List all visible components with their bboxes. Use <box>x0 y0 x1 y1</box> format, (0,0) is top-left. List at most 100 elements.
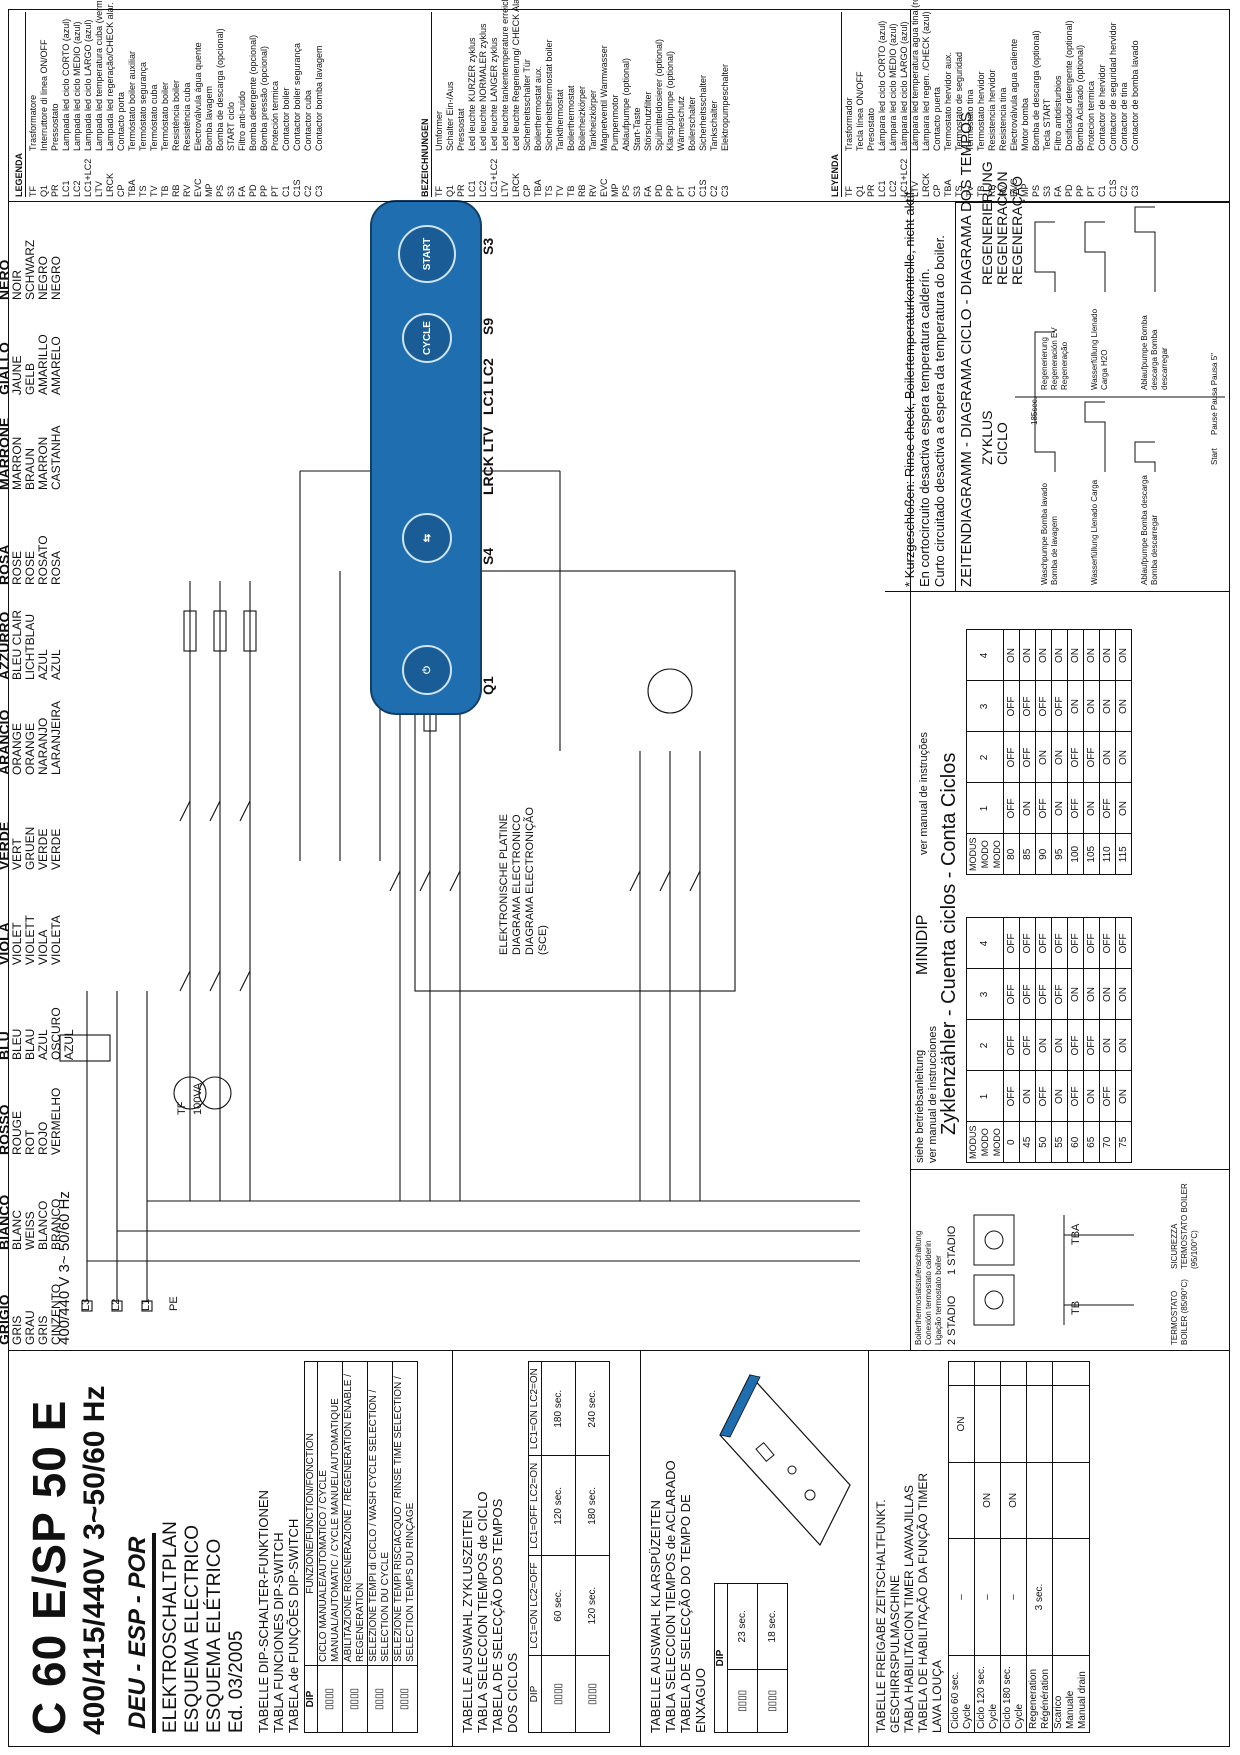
function-col-header: FUNZIONE/FUNCTION/FONCTION <box>304 1361 318 1666</box>
legend-code: PS <box>215 184 225 197</box>
legend-description: Resistencia tina <box>998 87 1008 151</box>
power-switch-q1[interactable]: ⏻ <box>402 645 452 695</box>
rinse-cell: 23 sec. <box>727 1583 758 1670</box>
cycle-button-s9[interactable]: CYCLE <box>402 313 452 363</box>
language-label: DEU - ESP - POR <box>124 1532 156 1733</box>
timer-row-label: Regeneration Régénération <box>1026 1655 1053 1733</box>
timing-mark: 185sec. <box>1030 396 1039 425</box>
legend-code: LTV <box>500 181 510 197</box>
modus-value: 80 <box>1003 834 1020 875</box>
boiler-foot: TERMOSTATO BOILER (85/90°C) <box>1170 1279 1189 1345</box>
legend-code: LC1+LC2 <box>489 158 499 197</box>
legend-code: FA <box>643 185 653 197</box>
minidip-state: OFF <box>1019 681 1036 732</box>
minidip-state: ON <box>1099 630 1116 681</box>
legend-description: Resistência cuba <box>182 82 192 151</box>
minidip-col: 3 <box>966 969 1004 1020</box>
minidip-col: 1 <box>966 783 1004 834</box>
drain-button-s4[interactable]: ⇆ <box>402 513 452 563</box>
board-title-line: ELEKTRONISCHE PLATINE <box>498 814 510 955</box>
timer-cell: ON <box>974 1462 1001 1539</box>
legend-code: PD <box>1064 184 1074 197</box>
start-button-s3[interactable]: START <box>398 225 456 283</box>
legend-code: RV <box>588 184 598 197</box>
title-line: ESQUEMA ELECTRICO <box>182 1525 203 1733</box>
panel-label: S9 <box>480 317 496 335</box>
legend-description: START ciclo <box>226 101 236 151</box>
board-title-line: DIAGRAMA ELECTRONICO <box>511 814 523 955</box>
model-title: C 60 E/SP 50 E <box>23 1399 75 1735</box>
legend-code: S3 <box>1042 185 1052 197</box>
legend-description: Led leuchte NORMALER zyklus <box>478 23 488 151</box>
legend-code: TS <box>544 185 554 197</box>
minidip-col: 3 <box>966 681 1004 732</box>
legend-code: Q1 <box>39 184 49 197</box>
rinse-times-title: TABELLE AUSWAHL KLARSPÜZEITEN TABLA SELE… <box>648 1460 708 1733</box>
modus-label: MODO <box>992 840 1002 869</box>
legend-code: C3 <box>314 185 324 197</box>
minidip-state: OFF <box>1115 918 1132 969</box>
legend-code: EVC <box>1009 178 1019 197</box>
minidip-state: OFF <box>1035 918 1052 969</box>
timer-row-label: Ciclo 60 sec. Cycle <box>948 1655 975 1733</box>
legend-description: Klarspülpumpe (optional) <box>665 50 675 151</box>
legend-code: TBA <box>127 179 137 197</box>
timer-cell: – <box>948 1538 975 1656</box>
timer-row-label: Ciclo 180 sec. Cycle <box>1000 1655 1027 1733</box>
legend-code: TS <box>954 185 964 197</box>
cycle-cell: 180 sec. <box>541 1361 576 1456</box>
divider <box>8 201 1230 202</box>
timer-cell <box>1000 1361 1027 1386</box>
minidip-state: OFF <box>1019 969 1036 1020</box>
legend-description: Protecion termica <box>1086 80 1096 151</box>
dip-title-line: TABELLE DIP-SCHALTER-FUNKTIONEN <box>256 1490 271 1733</box>
minidip-col: 2 <box>966 1020 1004 1071</box>
legend-code: LC1 <box>467 180 477 197</box>
legend-code: PP <box>259 184 269 197</box>
legend-code: LC2 <box>888 180 898 197</box>
legend-code: PP <box>665 184 675 197</box>
legend-description: Proteción termica <box>270 80 280 151</box>
board-title-line: DIAGRAMA ELECTRONIÇÃO <box>524 807 536 955</box>
phase-label: PE <box>168 1296 180 1311</box>
legend-code: C2 <box>1119 185 1129 197</box>
counter-title: Zyklenzähler - Cuenta ciclos - Conta Cic… <box>938 752 960 1135</box>
board-title: ELEKTRONISCHE PLATINE DIAGRAMA ELECTRONI… <box>498 807 550 955</box>
boiler-note-line: Ligação termostato boiler <box>934 1255 943 1345</box>
divider <box>910 1169 1230 1170</box>
boiler-note-line: Boilerthermostatstufenschaltung <box>914 1230 923 1345</box>
minidip-state: ON <box>1035 732 1052 783</box>
boiler-thermostat-sketch <box>973 1214 1134 1326</box>
minidip-state: ON <box>1035 630 1052 681</box>
legend-code: C3 <box>1130 185 1140 197</box>
timer-cell <box>948 1462 975 1539</box>
timer-cell <box>1052 1462 1090 1539</box>
stage-label: 1 STADIO <box>946 1225 958 1275</box>
cycle-cell: 180 sec. <box>575 1455 610 1556</box>
legend-description: Termostato tina <box>965 89 975 151</box>
timing-mark: Pause Pausa Pausa 5" <box>1210 352 1219 435</box>
minidip-state: ON <box>1067 969 1084 1020</box>
